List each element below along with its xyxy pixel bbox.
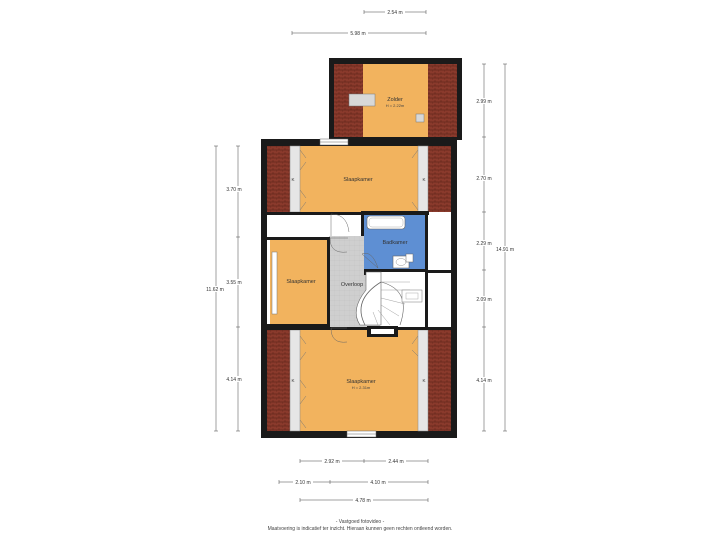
room-name-badkamer: Badkamer [382,240,407,246]
dim-top-1: 2.54 m [387,10,402,16]
dim-right-3: 2.29 m [476,241,491,247]
chair [415,113,425,123]
dim-left-3: 4.14 m [226,377,241,383]
room-name-slaapkamer-mid: Slaapkamer [286,279,316,285]
roof-slope-bottom-left [267,330,290,431]
slaapkamer-mid-floor [270,240,327,324]
closet-label-top-right: K [422,177,425,182]
room-name-slaapkamer-top: Slaapkamer [343,177,373,183]
dim-right-4: 2.09 m [476,297,491,303]
roof-slope-top-right [428,146,451,212]
dim-left-total: 11.62 m [206,287,224,293]
dim-left-2: 3.55 m [226,280,241,286]
dim-bottom-1a: 2.92 m [324,459,339,465]
dim-bottom-1b: 2.44 m [388,459,403,465]
dim-top-2: 5.98 m [350,31,365,37]
dim-right-5: 4.14 m [476,378,491,384]
footer-line-2: Maatvoering is indicatief ter inzicht. H… [268,526,453,532]
dim-right-1: 2.99 m [476,99,491,105]
dim-bottom-2b: 4.10 m [370,480,385,486]
closet-label-bottom-left: K [291,378,294,383]
footer-line-1: - Vastgoed fotovideo - [336,519,385,525]
dim-left-1: 3.70 m [226,187,241,193]
closet-label-top-left: K [291,177,294,182]
room-height-zolder: H = 2.22m [386,103,405,108]
room-height-slaapkamer-bottom: H = 2.31m [352,385,371,390]
room-name-overloop: Overloop [341,282,363,288]
dim-right-total: 14.91 m [496,247,514,253]
closet-label-bottom-right: K [422,378,425,383]
dim-bottom-2a: 2.10 m [295,480,310,486]
room-name-slaapkamer-bottom: Slaapkamer [346,379,376,385]
spiral-stair [355,271,423,326]
roof-slope-top-left [267,146,290,212]
main-floor: K K K K Slaapkamer Badkamer Slaapkamer O… [261,138,457,438]
dim-bottom-3: 4.78 m [355,498,370,504]
toilet [405,253,414,263]
roof-slope-bottom-right [428,330,451,431]
zolder-room: Zolder H = 2.22m [329,58,462,140]
roof-slope-zolder-right [428,64,457,137]
bathtub [366,215,406,230]
dim-right-2: 2.70 m [476,176,491,182]
room-name-zolder: Zolder [387,97,403,103]
desk [348,93,376,107]
